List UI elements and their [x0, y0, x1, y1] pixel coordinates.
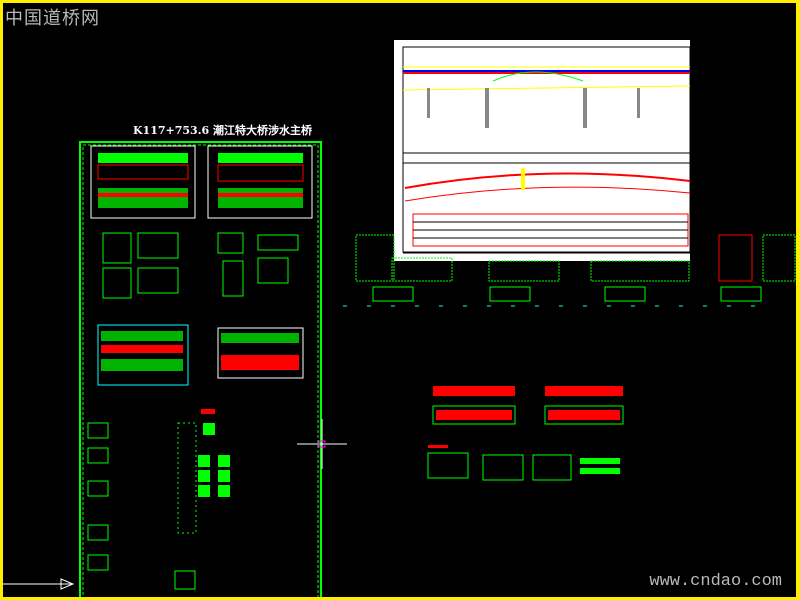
girder-details: [427, 386, 624, 481]
drawing-canvas[interactable]: [3, 3, 800, 600]
watermark-bottom: www.cndao.com: [649, 572, 782, 591]
table-blocks: [343, 234, 796, 307]
arrow-marker: [3, 578, 75, 590]
watermark-top: 中国道桥网: [5, 8, 100, 29]
left-sheet: [79, 141, 322, 597]
sheet-title: K117+753.6 潮江特大桥涉水主桥: [133, 124, 313, 137]
crosshair-cursor-icon: [297, 419, 347, 469]
elevation-plan-sheet: [394, 40, 691, 261]
